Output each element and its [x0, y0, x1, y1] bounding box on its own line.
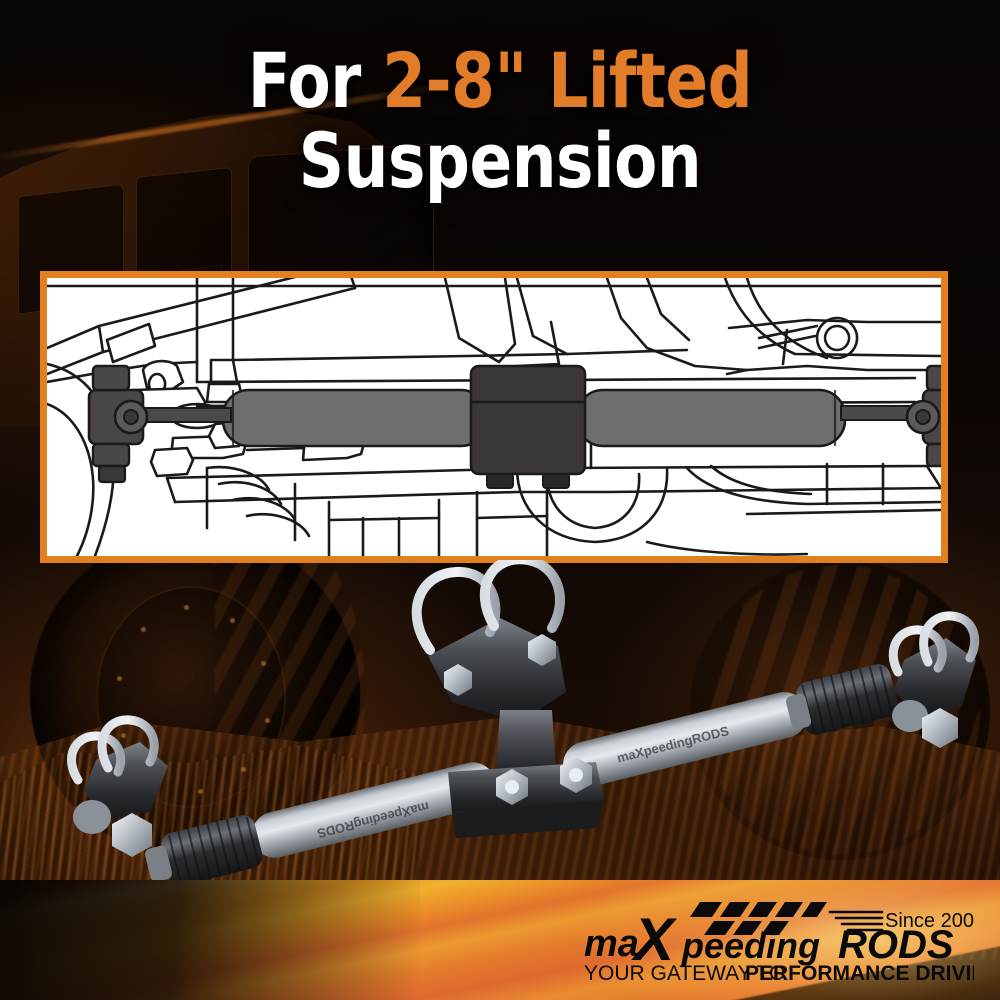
right-rubber-boot	[796, 664, 898, 735]
tire-lug-bolt	[141, 627, 147, 633]
tire-lug-bolt	[184, 605, 190, 611]
diagram-left-shock	[221, 388, 489, 448]
tire-lug-bolt	[261, 661, 266, 667]
logo-tagline-light: YOUR GATEWAY TO	[584, 962, 785, 984]
left-stabilizer-arm: maXpeedingRODS	[144, 762, 496, 886]
bottom-brand-banner	[0, 880, 1000, 1000]
logo-checker-flag	[690, 902, 827, 935]
center-saddle-nut-right	[528, 634, 556, 666]
logo-tagline-bold: PERFORMANCE DRIVING	[745, 962, 974, 984]
maxpeedingrods-logo: Since 2006 ma X peeding RODS	[584, 902, 974, 984]
center-saddle-nut-left	[444, 664, 472, 696]
logo-speed-lines	[828, 910, 884, 932]
tire-lug-bolt	[230, 618, 236, 624]
diagram-left-end-mount	[87, 364, 149, 484]
center-hex-nut-left-core	[505, 780, 519, 794]
right-eye	[892, 700, 929, 732]
center-u-bolt-2	[479, 554, 565, 633]
right-clamp-body	[894, 638, 976, 716]
diagram-right-end-mount	[905, 364, 941, 468]
logo-word-peeding: peeding	[681, 925, 820, 966]
logo-since-text: Since 2006	[885, 910, 974, 932]
tire-lug-bolt	[197, 788, 203, 794]
logo-word-x: X	[631, 906, 678, 973]
logo-word-max: ma	[584, 923, 639, 965]
left-u-bolt-1	[67, 731, 126, 785]
right-stabilizer-arm: maXpeedingRODS	[563, 664, 898, 788]
left-hex-bolt	[112, 813, 152, 857]
diagram-right-shock	[575, 388, 847, 448]
tire-lug-bolt	[116, 676, 122, 682]
left-end-fitting	[67, 715, 168, 857]
banner-left-fade	[0, 880, 420, 1000]
diagram-center-bracket	[469, 364, 587, 489]
right-u-bolt-2	[919, 611, 980, 667]
center-hex-nut-right-core	[569, 768, 583, 782]
right-boot-collar	[786, 693, 812, 730]
undercarriage-line-art	[47, 278, 941, 556]
logo-word-rods: RODS	[838, 923, 954, 967]
product-photo: maXpeedingRODS	[0, 554, 1000, 950]
dual-steering-stabilizer-kit: maXpeedingRODS	[67, 554, 980, 886]
banner-glow	[440, 880, 1000, 1000]
tire-lug-bolt	[240, 766, 246, 772]
right-hex-bolt	[922, 708, 958, 748]
tire-lug-bolt	[120, 732, 126, 738]
center-bracket-assembly	[411, 554, 604, 838]
left-eye	[73, 800, 112, 834]
left-boot-collar	[144, 845, 173, 882]
left-shock-body	[251, 762, 496, 858]
right-u-bolt-1	[888, 625, 947, 677]
right-end-fitting	[888, 611, 980, 748]
installation-diagram-panel	[40, 271, 948, 563]
left-u-bolt-2	[97, 715, 159, 773]
brand-logo: Since 2006 ma X peeding RODS	[582, 900, 974, 984]
center-lower-plate-shadow	[452, 800, 604, 838]
right-shock-body	[563, 692, 808, 788]
left-rubber-boot	[161, 815, 263, 886]
tire-lug-bolt	[265, 717, 271, 723]
center-u-bolt-1	[411, 566, 501, 655]
